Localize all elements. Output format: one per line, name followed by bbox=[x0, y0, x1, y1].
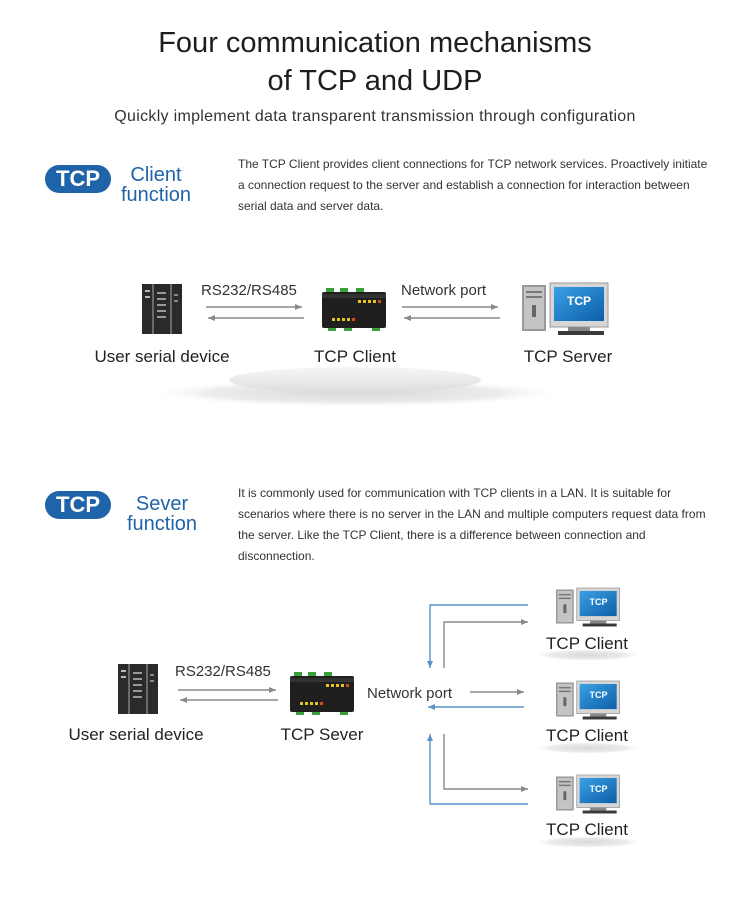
client-serial-node-label: User serial device bbox=[94, 347, 230, 366]
title-line-1: Four communication mechanisms bbox=[158, 27, 592, 59]
client-serial-link-label: RS232/RS485 bbox=[201, 282, 297, 299]
server-device-node-label: TCP Sever bbox=[280, 725, 364, 744]
client1-monitor-label: TCP bbox=[589, 597, 608, 607]
tcp-client-device-icon bbox=[322, 288, 386, 331]
client-title-line-2: function bbox=[120, 184, 192, 206]
client3-computer-icon bbox=[555, 774, 621, 814]
server-serial-link-label: RS232/RS485 bbox=[175, 663, 271, 680]
server-title-line-2: function bbox=[126, 513, 198, 535]
server-network-link-label: Network port bbox=[367, 685, 453, 702]
page-subtitle: Quickly implement data transparent trans… bbox=[114, 108, 636, 125]
client-network-link-label: Network port bbox=[401, 282, 487, 299]
client3-return-line bbox=[427, 734, 528, 805]
serial-device-icon-2 bbox=[118, 664, 158, 714]
client1-computer-icon bbox=[555, 587, 621, 627]
client3-monitor-label: TCP bbox=[589, 784, 608, 794]
client2-computer-icon bbox=[555, 680, 621, 720]
platform bbox=[229, 367, 481, 393]
client-description: The TCP Client provides client connectio… bbox=[238, 157, 708, 213]
client2-shadow bbox=[533, 742, 643, 754]
tcp-server-device-icon bbox=[290, 672, 354, 715]
client1-shadow bbox=[533, 649, 643, 661]
client3-send-line bbox=[443, 734, 528, 792]
client1-send-line bbox=[443, 619, 528, 668]
server-title-line-1: Sever bbox=[135, 493, 189, 515]
client2-monitor-label: TCP bbox=[589, 690, 608, 700]
client-server-node-label: TCP Server bbox=[523, 347, 613, 366]
server-monitor-label: TCP bbox=[567, 294, 591, 308]
client-device-node-label: TCP Client bbox=[314, 347, 396, 366]
client3-shadow bbox=[533, 836, 643, 848]
client-node-label-3: TCP Client bbox=[546, 820, 628, 839]
client-node-label-1: TCP Client bbox=[546, 634, 628, 653]
client-node-label-2: TCP Client bbox=[546, 726, 628, 745]
server-section-title: Sever function bbox=[116, 494, 208, 534]
title-line-2: of TCP and UDP bbox=[267, 65, 483, 97]
server-serial-node-label: User serial device bbox=[68, 725, 204, 744]
serial-device-icon bbox=[142, 284, 182, 334]
tcp-badge-server: TCP bbox=[45, 491, 111, 519]
client-section-title: Client function bbox=[112, 165, 200, 205]
client1-return-line bbox=[427, 604, 528, 668]
client-title-line-1: Client bbox=[130, 164, 182, 186]
server-computer-icon bbox=[521, 282, 609, 336]
tcp-badge-client: TCP bbox=[45, 165, 111, 193]
page-title: Four communication mechanisms of TCP and… bbox=[0, 24, 750, 100]
server-description: It is commonly used for communication wi… bbox=[238, 486, 706, 563]
